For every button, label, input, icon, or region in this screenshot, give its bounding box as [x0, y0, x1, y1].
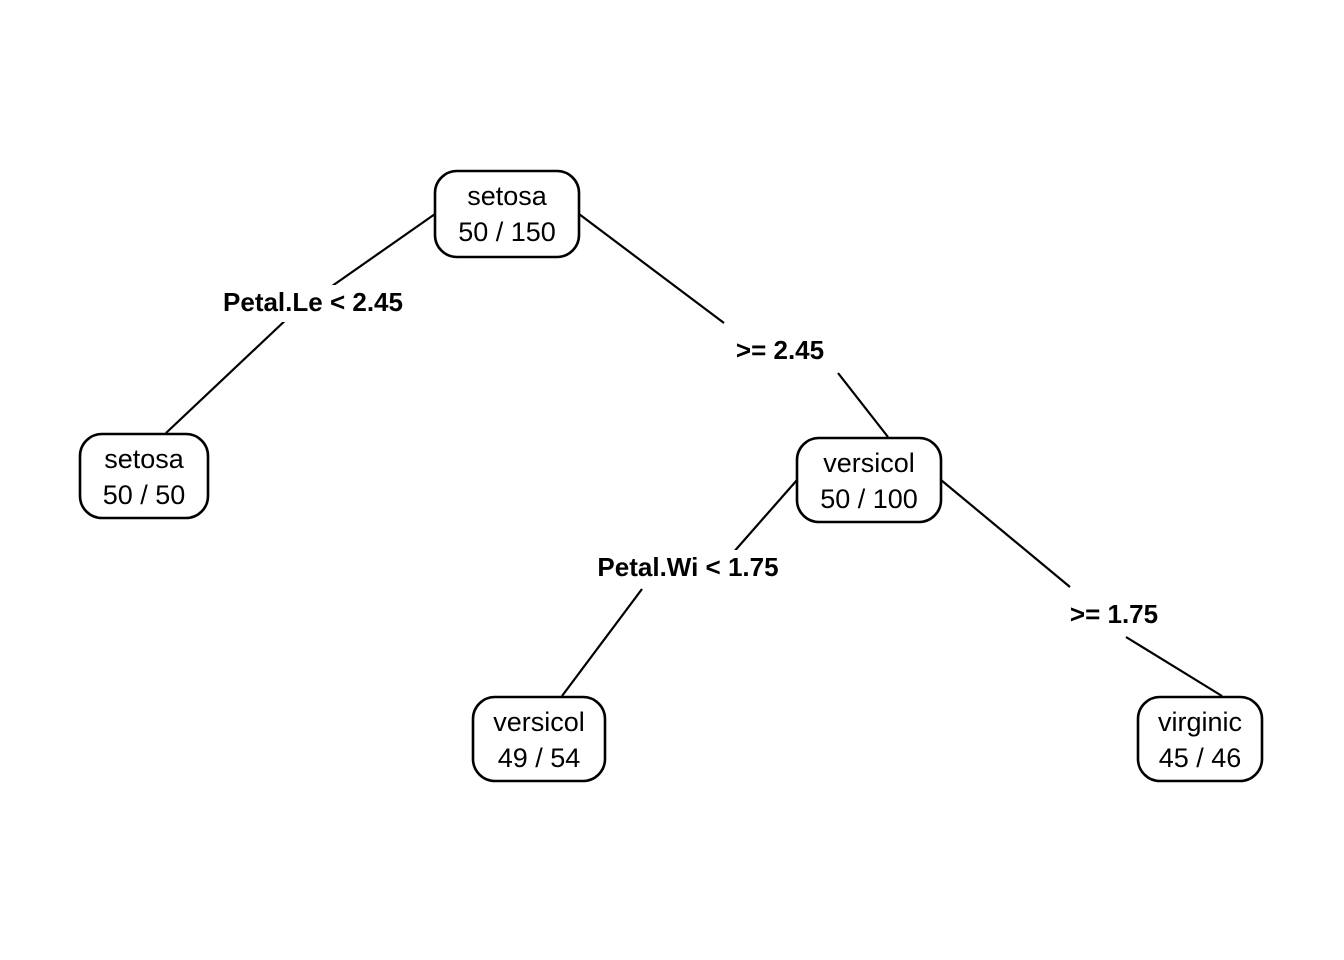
- node-class-label: virginic: [1158, 707, 1242, 737]
- tree-node-root[interactable]: setosa 50 / 150: [433, 169, 581, 259]
- split-label-backdrop: [716, 333, 844, 370]
- node-count-label: 50 / 150: [458, 217, 556, 247]
- split-label-petal-width-right[interactable]: >= 1.75: [1050, 597, 1178, 634]
- edge-versicol-left-lower: [561, 588, 643, 697]
- node-count-label: 50 / 50: [103, 480, 186, 510]
- split-label-text: Petal.Le < 2.45: [223, 287, 403, 317]
- split-label-text: >= 1.75: [1070, 599, 1158, 629]
- edge-versicol-left-upper: [731, 479, 798, 555]
- node-box: [433, 169, 581, 259]
- split-label-petal-width-left[interactable]: Petal.Wi < 1.75: [570, 550, 806, 587]
- split-label-group: Petal.Le < 2.45 >= 2.45 Petal.Wi < 1.75 …: [196, 285, 1178, 634]
- edge-root-left-lower: [165, 315, 291, 434]
- edge-group: [165, 213, 1223, 697]
- split-label-backdrop: [196, 285, 431, 322]
- node-class-label: versicol: [823, 448, 915, 478]
- split-label-petal-length-right[interactable]: >= 2.45: [716, 333, 844, 370]
- tree-node-leaf-setosa[interactable]: setosa 50 / 50: [78, 432, 210, 520]
- edge-root-left-upper: [324, 213, 436, 292]
- node-box: [1136, 695, 1264, 783]
- node-count-label: 49 / 54: [498, 743, 581, 773]
- edge-versicol-right-upper: [940, 479, 1071, 588]
- node-class-label: setosa: [467, 181, 548, 211]
- edge-versicol-right-lower: [1125, 636, 1223, 697]
- node-count-label: 50 / 100: [820, 484, 918, 514]
- split-label-petal-length-left[interactable]: Petal.Le < 2.45: [196, 285, 431, 322]
- tree-node-leaf-virginic[interactable]: virginic 45 / 46: [1136, 695, 1264, 783]
- node-box: [795, 436, 943, 524]
- edge-root-right-lower: [837, 372, 889, 438]
- node-class-label: setosa: [104, 444, 185, 474]
- split-label-text: >= 2.45: [736, 335, 824, 365]
- node-count-label: 45 / 46: [1159, 743, 1242, 773]
- edge-root-right-upper: [578, 213, 725, 324]
- node-box: [471, 695, 607, 783]
- split-label-text: Petal.Wi < 1.75: [597, 552, 778, 582]
- tree-node-versicol-internal[interactable]: versicol 50 / 100: [795, 436, 943, 524]
- split-label-backdrop: [1050, 597, 1178, 634]
- split-label-backdrop: [570, 550, 806, 587]
- tree-node-leaf-versicol[interactable]: versicol 49 / 54: [471, 695, 607, 783]
- node-box: [78, 432, 210, 520]
- node-class-label: versicol: [493, 707, 585, 737]
